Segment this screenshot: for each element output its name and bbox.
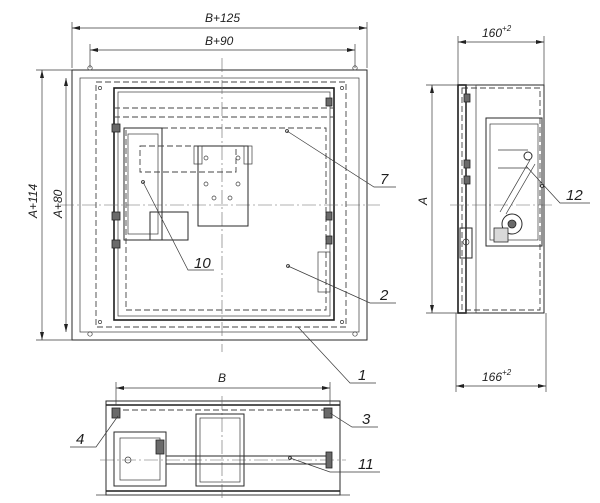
side-view (450, 84, 552, 314)
bottom-actuator (113, 431, 167, 487)
bottom-view (96, 396, 350, 500)
side-actuator (485, 117, 543, 247)
front-housing-outline (95, 81, 347, 328)
damper-blade (125, 127, 327, 311)
dim-top-inner: B+90 (205, 34, 234, 48)
callout-7: 7 (380, 171, 389, 188)
bottom-dimensions (115, 382, 331, 405)
front-inner-frame (113, 87, 335, 321)
callout-10: 10 (194, 255, 211, 272)
dim-side-height: A (416, 197, 430, 206)
dim-top-outer: B+125 (205, 11, 240, 25)
dim-left-inner: A+80 (51, 189, 65, 219)
side-outer-body (457, 84, 545, 314)
callout-3: 3 (362, 411, 371, 428)
callout-1: 1 (358, 367, 366, 384)
leader-lines (70, 130, 590, 473)
front-view (60, 58, 380, 352)
dim-bottom-width: B (218, 371, 226, 385)
dim-side-top: 160+2 (482, 24, 512, 40)
dim-left-outer: A+114 (26, 184, 40, 219)
side-dimensions (426, 36, 547, 392)
callout-2: 2 (379, 287, 389, 304)
callout-11: 11 (358, 456, 374, 473)
bottom-mounting-plate (195, 413, 245, 487)
front-dimensions (36, 22, 368, 341)
callout-4: 4 (76, 431, 84, 448)
dim-side-bottom: 166+2 (482, 368, 512, 384)
actuator-bracket (149, 211, 189, 241)
bottom-outer-body (105, 400, 341, 496)
mounting-plate (197, 145, 249, 227)
actuator-body (123, 127, 163, 241)
callout-12: 12 (566, 187, 583, 204)
